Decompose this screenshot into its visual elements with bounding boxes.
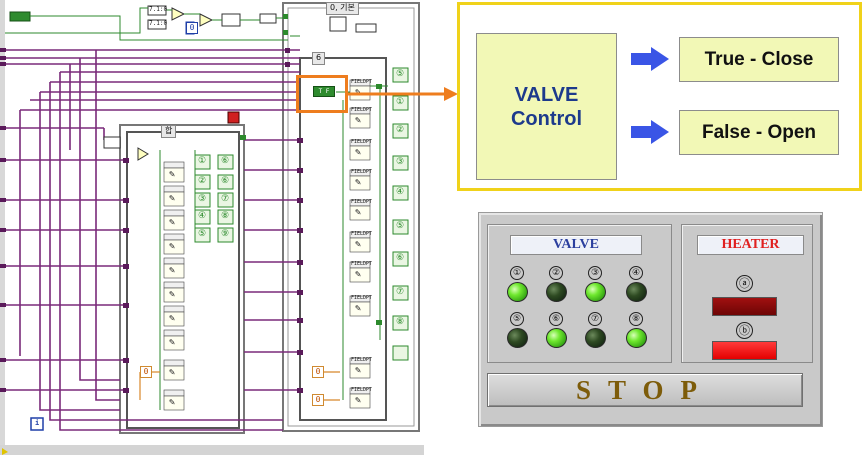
inner-index-block: ⑨ bbox=[221, 229, 230, 239]
fieldpt-label: FIELDPT bbox=[351, 357, 373, 363]
valve-3-led[interactable] bbox=[585, 282, 606, 302]
valve-8-led[interactable] bbox=[626, 328, 647, 348]
index-block: ⑤ bbox=[396, 221, 405, 231]
valve-number-label: ② bbox=[549, 266, 563, 280]
valve-7-led[interactable] bbox=[585, 328, 606, 348]
valve-group: VALVE ① ② ③ ④ ⑤ ⑥ ⑦ ⑧ bbox=[487, 224, 672, 363]
fieldpt-label: FIELDPT bbox=[351, 199, 373, 205]
index-block: ⑤ bbox=[396, 69, 405, 79]
info-icon[interactable]: i bbox=[35, 419, 40, 427]
numeric-constant-3[interactable]: 0 bbox=[312, 394, 324, 406]
fieldpt-label: FIELDPT bbox=[351, 295, 373, 301]
arrow-right-icon bbox=[631, 47, 669, 71]
index-block: ⑥ bbox=[396, 253, 405, 263]
case-selector-inner[interactable]: 합 bbox=[161, 125, 177, 138]
valve-control-box: VALVE Control bbox=[476, 33, 617, 180]
write-icon: ✎ bbox=[355, 365, 362, 376]
stop-button[interactable]: STOP bbox=[487, 373, 803, 407]
compare-node-label-1: 7.1:0 bbox=[149, 6, 168, 13]
write-icon: ✎ bbox=[169, 397, 176, 408]
fieldpt-label: FIELDPT bbox=[351, 107, 373, 113]
fieldpt-label: FIELDPT bbox=[351, 231, 373, 237]
write-icon: ✎ bbox=[169, 169, 176, 180]
valve-number-label: ⑦ bbox=[588, 312, 602, 326]
inner-index-block: ⑦ bbox=[221, 194, 230, 204]
block-diagram: 0, 기본 6 합 T F 0 0 0 0 i 7.1:0 7.1:0 FIEL… bbox=[0, 0, 424, 455]
false-open-box: False - Open bbox=[679, 110, 839, 155]
numeric-constant-top[interactable]: 0 bbox=[186, 22, 198, 34]
valve-2-led[interactable] bbox=[546, 282, 567, 302]
case-selector-top[interactable]: 0, 기본 bbox=[326, 2, 359, 15]
write-icon: ✎ bbox=[355, 177, 362, 188]
write-icon: ✎ bbox=[355, 303, 362, 314]
connector-arrow bbox=[348, 87, 458, 101]
block-diagram-wires bbox=[0, 0, 424, 455]
valve-control-legend: VALVE Control True - Close False - Open bbox=[457, 2, 862, 191]
heater-a-label: ⓐ bbox=[736, 275, 753, 292]
fieldpt-label: FIELDPT bbox=[351, 261, 373, 267]
inner-index-block: ⑥ bbox=[221, 156, 230, 166]
index-block: ③ bbox=[396, 157, 405, 167]
index-block: ⑦ bbox=[396, 287, 405, 297]
inner-index-block: ⑥ bbox=[221, 176, 230, 186]
valve-number-label: ⑧ bbox=[629, 312, 643, 326]
inner-index-block: ④ bbox=[198, 211, 207, 221]
write-icon: ✎ bbox=[355, 239, 362, 250]
case-selector-sequence[interactable]: 6 bbox=[312, 52, 326, 65]
valve-number-label: ③ bbox=[588, 266, 602, 280]
valve-4-led[interactable] bbox=[626, 282, 647, 302]
index-block: ② bbox=[396, 125, 405, 135]
write-icon: ✎ bbox=[355, 269, 362, 280]
write-icon: ✎ bbox=[169, 289, 176, 300]
write-icon: ✎ bbox=[169, 193, 176, 204]
write-icon: ✎ bbox=[355, 147, 362, 158]
valve-number-label: ① bbox=[510, 266, 524, 280]
numeric-constant-2[interactable]: 0 bbox=[312, 366, 324, 378]
write-icon: ✎ bbox=[169, 337, 176, 348]
write-icon: ✎ bbox=[169, 313, 176, 324]
true-close-box: True - Close bbox=[679, 37, 839, 82]
highlight-box bbox=[296, 75, 348, 113]
true-constant[interactable]: T F bbox=[313, 86, 335, 97]
valve-number-label: ④ bbox=[629, 266, 643, 280]
valve-title: VALVE bbox=[510, 235, 642, 255]
fieldpt-label: FIELDPT bbox=[351, 387, 373, 393]
fieldpt-label: FIELDPT bbox=[351, 139, 373, 145]
valve-1-led[interactable] bbox=[507, 282, 528, 302]
valve-6-led[interactable] bbox=[546, 328, 567, 348]
compare-node-label-2: 7.1:0 bbox=[149, 20, 168, 27]
valve-number-label: ⑤ bbox=[510, 312, 524, 326]
valve-control-title-line2: Control bbox=[510, 107, 583, 130]
write-icon: ✎ bbox=[169, 265, 176, 276]
inner-index-block: ① bbox=[198, 156, 207, 166]
fieldpt-label: FIELDPT bbox=[351, 79, 373, 85]
heater-a-indicator[interactable] bbox=[712, 297, 777, 316]
index-block: ④ bbox=[396, 187, 405, 197]
index-block: ⑧ bbox=[396, 317, 405, 327]
valve-number-label: ⑥ bbox=[549, 312, 563, 326]
inner-index-block: ⑧ bbox=[221, 211, 230, 221]
index-block: ① bbox=[396, 97, 405, 107]
heater-b-indicator[interactable] bbox=[712, 341, 777, 360]
write-icon: ✎ bbox=[169, 367, 176, 378]
inner-index-block: ⑤ bbox=[198, 229, 207, 239]
write-icon: ✎ bbox=[169, 217, 176, 228]
heater-title: HEATER bbox=[697, 235, 804, 255]
heater-b-label: ⓑ bbox=[736, 322, 753, 339]
numeric-constant-1[interactable]: 0 bbox=[140, 366, 152, 378]
valve-control-title-line1: VALVE bbox=[514, 83, 579, 106]
write-icon: ✎ bbox=[355, 207, 362, 218]
front-panel: VALVE ① ② ③ ④ ⑤ ⑥ ⑦ ⑧ HEATER ⓐ ⓑ STOP bbox=[478, 212, 823, 427]
write-icon: ✎ bbox=[169, 241, 176, 252]
valve-5-led[interactable] bbox=[507, 328, 528, 348]
heater-group: HEATER ⓐ ⓑ bbox=[681, 224, 813, 363]
write-icon: ✎ bbox=[355, 395, 362, 406]
inner-index-block: ③ bbox=[198, 194, 207, 204]
arrow-right-icon bbox=[631, 120, 669, 144]
write-icon: ✎ bbox=[355, 115, 362, 126]
fieldpt-label: FIELDPT bbox=[351, 169, 373, 175]
inner-index-block: ② bbox=[198, 176, 207, 186]
